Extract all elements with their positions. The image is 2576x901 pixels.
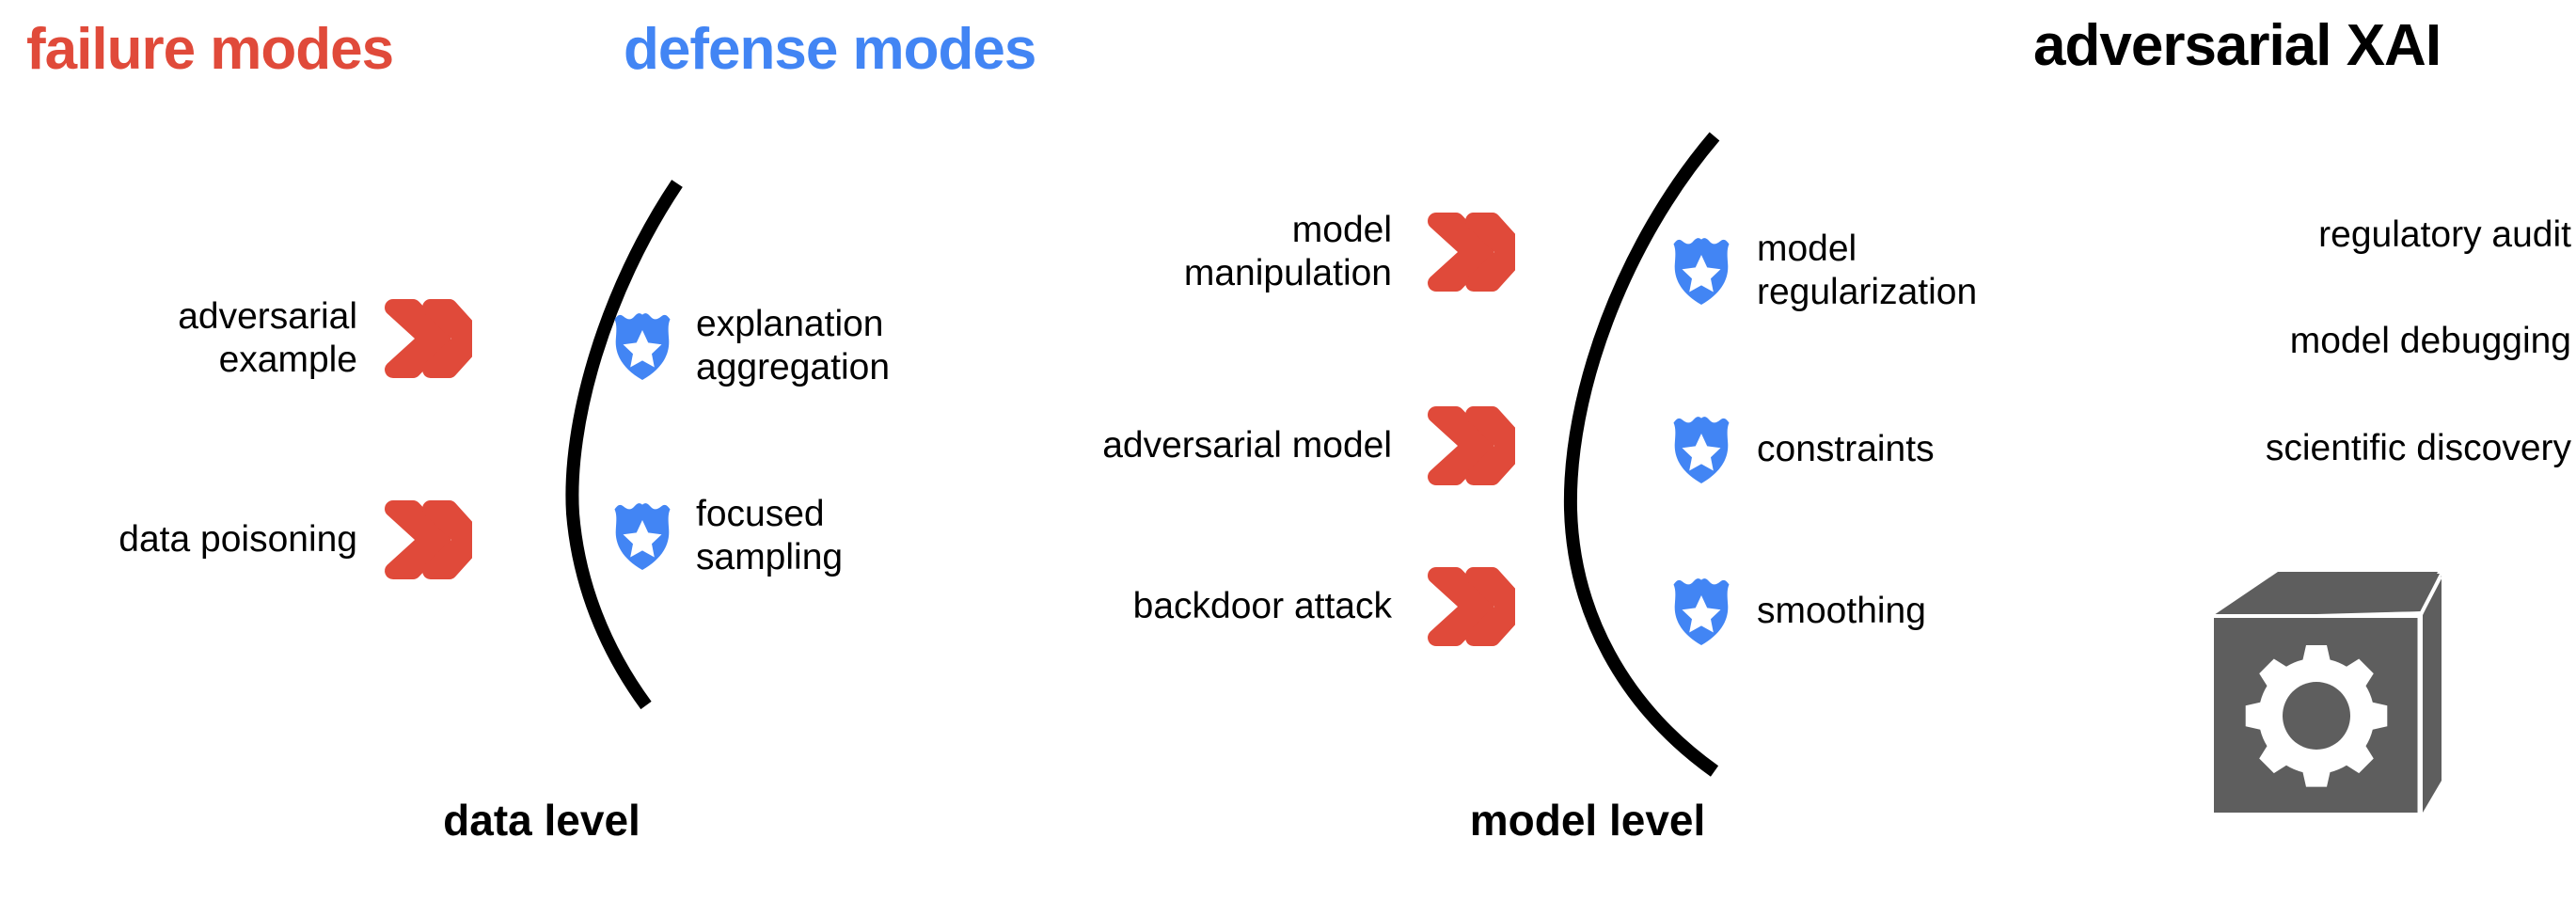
header-adversarial-xai: adversarial XAI bbox=[2033, 13, 2442, 78]
attack-label-model-manipulation: model manipulation bbox=[1053, 209, 1392, 295]
shield-star-icon bbox=[1672, 236, 1731, 306]
attack-label-line: adversarial example bbox=[178, 295, 357, 380]
section-label-data-level: data level bbox=[443, 796, 640, 845]
shield-star-icon bbox=[613, 501, 672, 571]
xai-label-scientific-discovery: scientific discovery bbox=[2163, 427, 2571, 470]
xai-label-line: regulatory audit bbox=[2318, 213, 2571, 255]
attack-label-backdoor-attack: backdoor attack bbox=[997, 585, 1392, 628]
shield-star-icon bbox=[613, 311, 672, 381]
defense-label-line: model regularization bbox=[1757, 228, 1978, 312]
defense-label-line: constraints bbox=[1757, 428, 1935, 469]
xai-label-model-debugging: model debugging bbox=[2163, 320, 2571, 363]
attack-label-line: model manipulation bbox=[1183, 209, 1392, 293]
attack-label-line: data poisoning bbox=[119, 518, 357, 560]
defense-label-line: explanation aggregation bbox=[696, 303, 891, 387]
gear-box-icon bbox=[2212, 572, 2485, 849]
double-chevron-icon bbox=[382, 299, 486, 378]
defense-label-line: smoothing bbox=[1757, 590, 1926, 631]
xai-label-line: model debugging bbox=[2289, 320, 2571, 361]
defense-label-line: focused sampling bbox=[696, 493, 844, 577]
attack-label-line: backdoor attack bbox=[1132, 585, 1392, 626]
defense-label-model-regularization: model regularization bbox=[1757, 228, 2171, 314]
double-chevron-icon bbox=[1425, 567, 1529, 646]
attack-label-line: adversarial model bbox=[1102, 424, 1392, 466]
header-defense-modes: defense modes bbox=[624, 17, 1036, 82]
defense-label-smoothing: smoothing bbox=[1757, 590, 2171, 633]
section-label-model-level: model level bbox=[1469, 796, 1706, 845]
header-failure-modes: failure modes bbox=[26, 17, 394, 82]
double-chevron-icon bbox=[382, 500, 486, 579]
shield-star-icon bbox=[1672, 577, 1731, 646]
double-chevron-icon bbox=[1425, 213, 1529, 292]
attack-label-data-poisoning: data poisoning bbox=[19, 518, 357, 561]
defense-label-focused-sampling: focused sampling bbox=[696, 493, 1091, 579]
defense-label-explanation-aggregation: explanation aggregation bbox=[696, 303, 1091, 389]
attack-label-adversarial-model: adversarial model bbox=[997, 424, 1392, 467]
shield-star-icon bbox=[1672, 415, 1731, 484]
double-chevron-icon bbox=[1425, 406, 1529, 485]
defense-label-constraints: constraints bbox=[1757, 428, 2171, 471]
data-level-arc bbox=[560, 141, 701, 729]
xai-label-regulatory-audit: regulatory audit bbox=[2163, 213, 2571, 257]
attack-label-adversarial-example: adversarial example bbox=[56, 295, 357, 382]
xai-label-line: scientific discovery bbox=[2265, 427, 2571, 468]
